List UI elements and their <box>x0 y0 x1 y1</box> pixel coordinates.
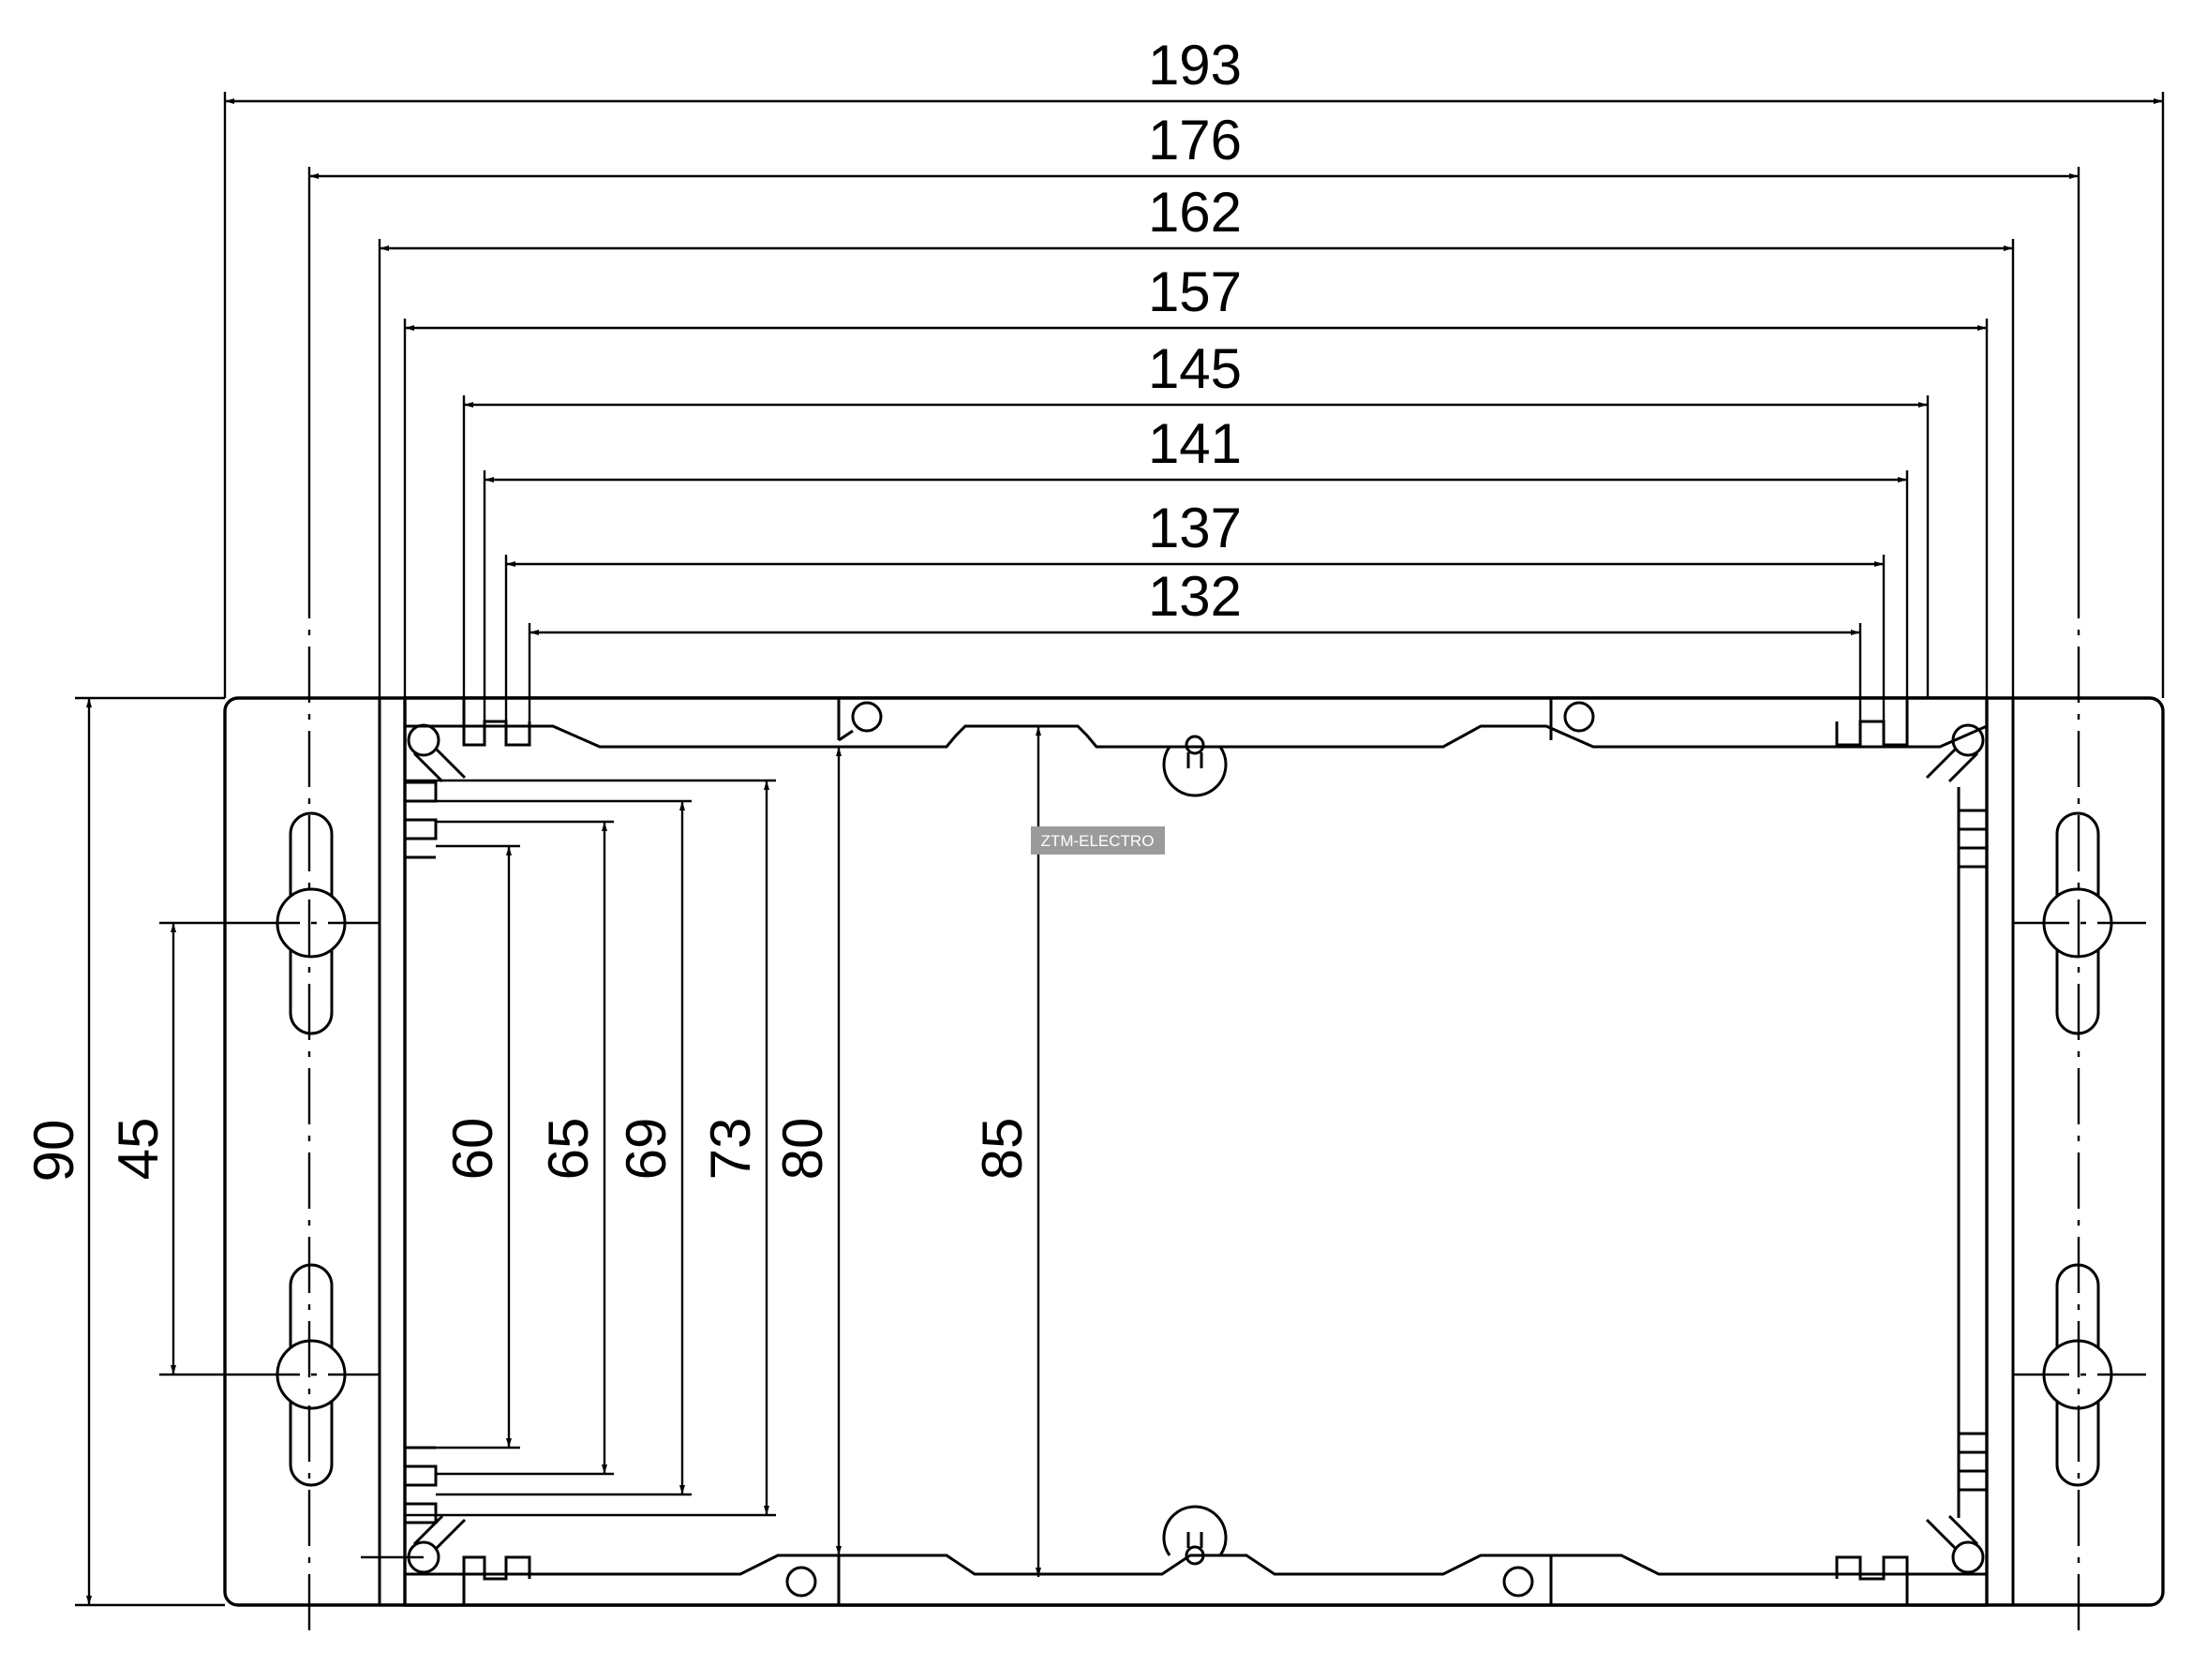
dim-45: 45 <box>107 1118 170 1181</box>
dim-141: 141 <box>1148 412 1242 475</box>
dim-90: 90 <box>22 1120 85 1182</box>
dim-176: 176 <box>1148 109 1242 171</box>
height-dimensions: 90 45 60 65 69 73 80 85 <box>22 696 1041 1607</box>
watermark: ZTM-ELECTRO <box>1031 826 1165 855</box>
dim-65: 65 <box>537 1118 600 1181</box>
dim-80: 80 <box>771 1118 834 1181</box>
watermark-text: ZTM-ELECTRO <box>1041 832 1155 850</box>
dim-193: 193 <box>1148 34 1242 97</box>
width-dimensions: 193 176 162 157 145 141 137 132 <box>223 34 2165 721</box>
dim-85: 85 <box>971 1118 1034 1181</box>
dim-162: 162 <box>1148 181 1242 244</box>
dim-69: 69 <box>615 1118 678 1181</box>
centerlines <box>244 562 2146 1635</box>
dim-157: 157 <box>1148 260 1242 323</box>
dim-60: 60 <box>441 1118 504 1181</box>
enclosure-profile <box>403 696 1989 1607</box>
dim-137: 137 <box>1148 497 1242 559</box>
dim-132: 132 <box>1148 565 1242 628</box>
dim-145: 145 <box>1148 337 1242 400</box>
dim-73: 73 <box>699 1118 762 1181</box>
